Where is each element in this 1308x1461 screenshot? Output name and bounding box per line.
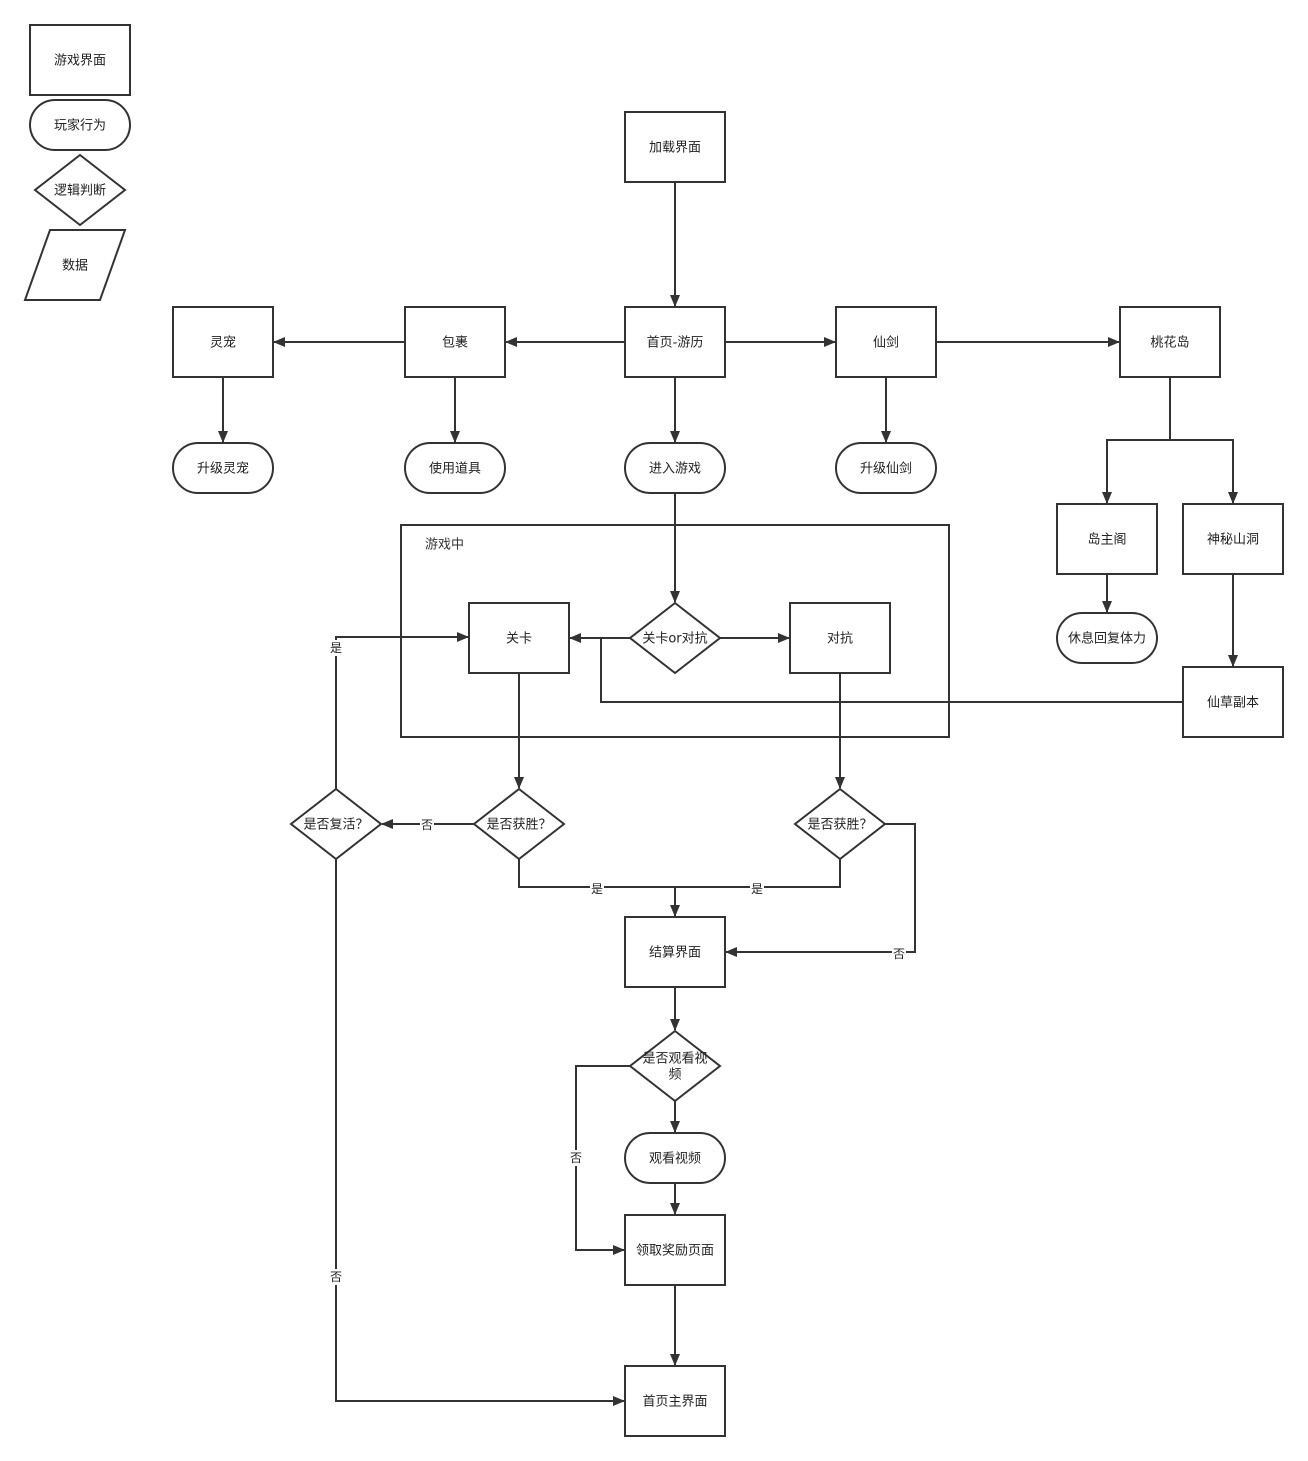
node-settlement: 结算界面	[624, 916, 726, 988]
edge-revive-no-to-home	[335, 859, 625, 1406]
node-rest-recover: 休息回复体力	[1056, 612, 1158, 664]
legend-decision: 逻辑判断	[33, 153, 127, 227]
node-level-or-pvp: 关卡or对抗	[628, 601, 722, 675]
legend-data-label: 数据	[62, 259, 88, 274]
edge-video-q-no-to-reward	[575, 1065, 630, 1255]
node-loading: 加载界面	[624, 111, 726, 183]
legend-decision-label: 逻辑判断	[54, 184, 106, 199]
node-reward-page-label: 领取奖励页面	[636, 1244, 714, 1259]
edge-labels: 是 否 是 是 否 否 否	[329, 640, 906, 1285]
node-watch-video-q-label-line1: 是否观看视	[642, 1051, 707, 1067]
legend-screen-label: 游戏界面	[54, 54, 106, 69]
edge-island-to-cave	[1170, 439, 1238, 504]
node-enter-game-label: 进入游戏	[649, 462, 701, 477]
legend-action-label: 玩家行为	[54, 118, 106, 134]
node-win-q-level-label: 是否获胜？	[486, 818, 551, 833]
node-watch-video-q: 是否观看视 频	[628, 1029, 722, 1103]
edge-revive-yes-to-level	[335, 632, 469, 789]
legend-action: 玩家行为	[29, 99, 131, 151]
node-home-travel: 首页-游历	[624, 306, 726, 378]
edges	[218, 182, 1238, 1406]
node-level-label: 关卡	[506, 632, 532, 647]
node-upgrade-sword-label: 升级仙剑	[860, 461, 912, 477]
node-herb-dungeon: 仙草副本	[1182, 666, 1284, 738]
node-home-travel-label: 首页-游历	[647, 336, 704, 351]
node-revive-q: 是否复活？	[289, 787, 383, 861]
nodes: 加载界面 首页-游历 灵宠 包裹 仙剑 桃花岛 岛主阁 神秘山洞	[172, 111, 1284, 1437]
node-sword-label: 仙剑	[873, 335, 899, 351]
node-level: 关卡	[468, 602, 570, 674]
node-pet: 灵宠	[172, 306, 274, 378]
node-loading-label: 加载界面	[649, 141, 701, 156]
node-upgrade-pet-label: 升级灵宠	[197, 461, 249, 477]
node-use-item-label: 使用道具	[429, 461, 481, 477]
legend-screen: 游戏界面	[29, 24, 131, 96]
node-herb-dungeon-label: 仙草副本	[1207, 696, 1259, 711]
node-win-q-level: 是否获胜？	[472, 787, 566, 861]
node-use-item: 使用道具	[404, 442, 506, 494]
edge-pvpwin-yes-to-settle	[675, 859, 841, 888]
node-pvp-label: 对抗	[827, 632, 853, 647]
edge-label-level-win-yes: 是	[591, 882, 603, 896]
node-revive-q-label: 是否复活？	[303, 818, 368, 833]
edge-island-to-pavilion	[1102, 377, 1171, 504]
node-settlement-label: 结算界面	[649, 946, 701, 961]
node-peach-island: 桃花岛	[1119, 306, 1221, 378]
edge-label-pvp-lose-no: 否	[893, 947, 905, 961]
node-enter-game: 进入游戏	[624, 442, 726, 494]
node-home-main-label: 首页主界面	[642, 1395, 707, 1410]
node-reward-page: 领取奖励页面	[624, 1214, 726, 1286]
node-pet-label: 灵宠	[210, 335, 236, 351]
node-bag-label: 包裹	[442, 336, 468, 351]
edge-label-level-lose-no: 否	[421, 818, 433, 832]
legend-data: 数据	[23, 229, 127, 301]
node-mystery-cave: 神秘山洞	[1182, 503, 1284, 575]
node-island-pavilion: 岛主阁	[1056, 503, 1158, 575]
edge-label-skip-video-no: 否	[570, 1151, 582, 1165]
node-watch-video: 观看视频	[624, 1132, 726, 1184]
in-game-group-label: 游戏中	[425, 538, 464, 553]
node-home-main: 首页主界面	[624, 1365, 726, 1437]
edge-label-no-revive-no: 否	[330, 1270, 342, 1284]
node-watch-video-q-label-line2: 频	[668, 1068, 681, 1083]
node-peach-island-label: 桃花岛	[1150, 335, 1189, 351]
node-upgrade-sword: 升级仙剑	[835, 442, 937, 494]
node-win-q-pvp: 是否获胜？	[793, 787, 887, 861]
legend: 游戏界面 玩家行为 逻辑判断 数据	[23, 24, 131, 301]
edge-label-pvp-win-yes: 是	[751, 882, 763, 896]
node-island-pavilion-label: 岛主阁	[1087, 532, 1126, 548]
node-bag: 包裹	[404, 306, 506, 378]
node-mystery-cave-label: 神秘山洞	[1207, 533, 1259, 548]
node-level-or-pvp-label: 关卡or对抗	[642, 632, 707, 647]
node-win-q-pvp-label: 是否获胜？	[807, 818, 872, 833]
node-watch-video-label: 观看视频	[649, 1151, 701, 1167]
node-sword: 仙剑	[835, 306, 937, 378]
node-pvp: 对抗	[789, 602, 891, 674]
edge-pvpwin-no-to-settle	[725, 823, 916, 957]
edge-label-revive-yes: 是	[330, 641, 342, 655]
node-rest-recover-label: 休息回复体力	[1068, 631, 1146, 647]
node-upgrade-pet: 升级灵宠	[172, 442, 274, 494]
edge-herb-to-level	[600, 638, 1183, 703]
